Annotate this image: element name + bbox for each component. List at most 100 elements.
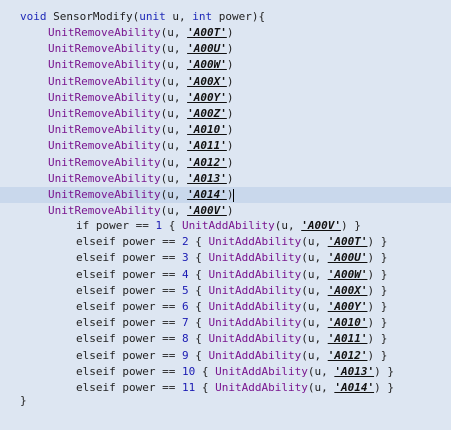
code-line-remove[interactable]: UnitRemoveAbility(u, 'A010'): [0, 122, 451, 138]
close-brace: }: [374, 267, 388, 281]
closing-brace: }: [20, 394, 27, 407]
open-brace: {: [188, 283, 209, 297]
number-literal: 6: [181, 300, 189, 313]
code-line-remove[interactable]: UnitRemoveAbility(u, 'A014'): [0, 187, 451, 203]
string-literal: 'A011': [187, 139, 227, 153]
code-line-remove[interactable]: UnitRemoveAbility(u, 'A00U'): [0, 41, 451, 57]
function-call: UnitRemoveAbility: [48, 90, 161, 104]
open-brace: {: [188, 300, 209, 313]
comma: ,: [178, 10, 186, 23]
number-literal: 11: [181, 381, 196, 394]
keyword-if: if: [76, 219, 90, 232]
close-brace: }: [374, 316, 388, 330]
keyword-if: elseif: [76, 348, 116, 362]
code-line-condition[interactable]: elseif power == 3 { UnitAddAbility(u, 'A…: [0, 250, 451, 266]
function-call: UnitRemoveAbility: [48, 155, 161, 169]
keyword-if: elseif: [76, 251, 116, 265]
paren: ): [226, 204, 234, 218]
code-line-remove[interactable]: UnitRemoveAbility(u, 'A00X'): [0, 74, 451, 90]
code-line-condition[interactable]: elseif power == 11 { UnitAddAbility(u, '…: [0, 380, 451, 396]
open-brace: {: [188, 251, 209, 265]
function-call: UnitAddAbility: [208, 283, 302, 297]
close-brace: }: [380, 364, 394, 378]
paren: (u,: [160, 42, 188, 56]
keyword-int: int: [192, 10, 213, 23]
paren: ): [226, 188, 234, 201]
function-call: UnitAddAbility: [215, 364, 308, 378]
code-line-condition[interactable]: if power == 1 { UnitAddAbility(u, 'A00V'…: [0, 218, 451, 234]
condition: power ==: [122, 267, 182, 281]
code-line-remove[interactable]: UnitRemoveAbility(u, 'A012'): [0, 155, 451, 171]
function-call: UnitAddAbility: [208, 235, 302, 249]
string-literal: 'A00V': [301, 219, 341, 232]
condition: power ==: [122, 251, 182, 265]
string-literal: 'A00W': [187, 58, 227, 72]
paren: (u,: [307, 381, 335, 394]
paren: (u,: [301, 235, 328, 249]
text-cursor: [233, 188, 235, 202]
function-call: UnitRemoveAbility: [48, 74, 161, 88]
code-line-remove[interactable]: UnitRemoveAbility(u, 'A00Z'): [0, 106, 451, 122]
keyword-void: void: [20, 10, 47, 23]
open-brace: {: [188, 267, 209, 281]
code-line-closing[interactable]: }: [0, 393, 451, 409]
code-line-condition[interactable]: elseif power == 2 { UnitAddAbility(u, 'A…: [0, 234, 451, 250]
function-name: SensorModify: [53, 10, 133, 23]
open-brace: {: [188, 235, 209, 249]
keyword-if: elseif: [76, 300, 116, 313]
paren: ): [226, 155, 234, 169]
code-line-remove[interactable]: UnitRemoveAbility(u, 'A00Y'): [0, 90, 451, 106]
function-call: UnitAddAbility: [208, 267, 302, 281]
string-literal: 'A013': [334, 364, 375, 378]
close-brace: ){: [251, 10, 266, 23]
code-line-remove[interactable]: UnitRemoveAbility(u, 'A00W'): [0, 57, 451, 73]
paren: (u,: [160, 123, 188, 137]
paren: ): [367, 316, 375, 330]
function-call: UnitAddAbility: [215, 381, 308, 394]
paren: ): [226, 139, 234, 153]
function-call: UnitRemoveAbility: [48, 42, 161, 56]
condition: power ==: [122, 381, 182, 394]
paren: ): [226, 58, 234, 72]
condition: power ==: [122, 316, 182, 330]
paren: ): [226, 123, 234, 137]
open-brace: {: [195, 381, 216, 394]
paren: ): [367, 235, 375, 249]
code-line-remove[interactable]: UnitRemoveAbility(u, 'A013'): [0, 171, 451, 187]
string-literal: 'A00Y': [187, 90, 227, 104]
open-brace: {: [188, 332, 209, 346]
string-literal: 'A010': [187, 123, 227, 137]
code-line-remove[interactable]: UnitRemoveAbility(u, 'A00T'): [0, 25, 451, 41]
paren: (u,: [301, 267, 328, 281]
code-line-condition[interactable]: elseif power == 7 { UnitAddAbility(u, 'A…: [0, 315, 451, 331]
paren: ): [367, 267, 375, 281]
condition: power ==: [122, 300, 182, 313]
paren: (u,: [301, 348, 328, 362]
number-literal: 2: [181, 235, 189, 249]
keyword-if: elseif: [76, 332, 116, 346]
string-literal: 'A00Z': [187, 107, 227, 120]
number-literal: 9: [181, 348, 189, 362]
code-line-condition[interactable]: elseif power == 9 { UnitAddAbility(u, 'A…: [0, 348, 451, 364]
string-literal: 'A00Y': [327, 300, 368, 313]
string-literal: 'A014': [187, 188, 227, 201]
paren: ): [374, 364, 381, 378]
code-line-condition[interactable]: elseif power == 4 { UnitAddAbility(u, 'A…: [0, 267, 451, 283]
code-line-condition[interactable]: elseif power == 6 { UnitAddAbility(u, 'A…: [0, 299, 451, 315]
number-literal: 5: [181, 283, 189, 297]
function-call: UnitRemoveAbility: [48, 26, 161, 39]
paren: ): [367, 251, 375, 265]
code-line-remove[interactable]: UnitRemoveAbility(u, 'A011'): [0, 138, 451, 154]
close-brace: }: [380, 381, 394, 394]
code-line-condition[interactable]: elseif power == 8 { UnitAddAbility(u, 'A…: [0, 331, 451, 347]
code-line-header[interactable]: void SensorModify(unit u, int power){: [0, 9, 451, 25]
close-brace: }: [374, 332, 388, 346]
code-line-condition[interactable]: elseif power == 10 { UnitAddAbility(u, '…: [0, 364, 451, 380]
code-line-remove[interactable]: UnitRemoveAbility(u, 'A00V'): [0, 203, 451, 219]
close-brace: }: [374, 348, 388, 362]
string-literal: 'A010': [327, 316, 368, 330]
function-call: UnitRemoveAbility: [48, 204, 161, 218]
string-literal: 'A00T': [327, 235, 368, 249]
code-line-condition[interactable]: elseif power == 5 { UnitAddAbility(u, 'A…: [0, 283, 451, 299]
